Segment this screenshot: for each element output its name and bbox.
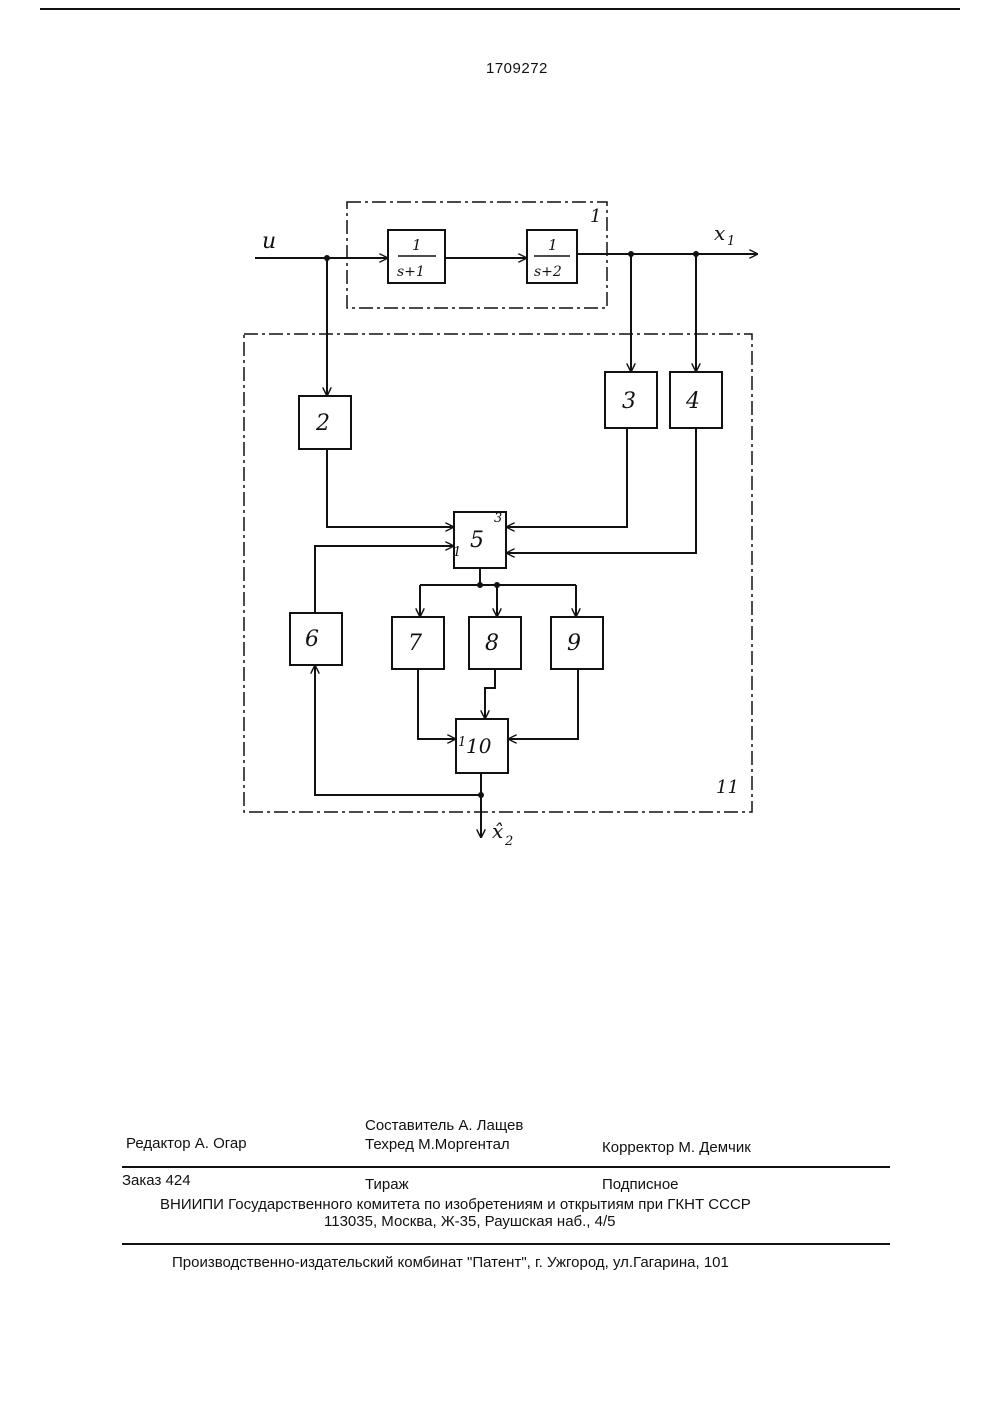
- output-x1-label: x: [714, 221, 725, 245]
- output-x1-subscript: 1: [727, 234, 735, 249]
- port-label-5-1: 1: [453, 545, 461, 560]
- tf1-denominator: s+1: [397, 264, 425, 280]
- subscription: Подписное: [602, 1176, 679, 1193]
- tf2-numerator: 1: [548, 236, 558, 254]
- org-line: ВНИИПИ Государственного комитета по изоб…: [160, 1196, 751, 1213]
- observer-boundary: [243, 333, 753, 813]
- block-label-7: 7: [408, 631, 422, 656]
- output-x2-subscript: 2: [504, 834, 513, 849]
- block-label-3: 3: [622, 389, 636, 414]
- top-rule: [40, 8, 960, 10]
- printer: Производственно-издательский комбинат "П…: [172, 1254, 729, 1271]
- output-x2-label: x̂: [492, 819, 503, 843]
- block-diagram: u x 1 1 s+1 1 s+2 1 2 3 4 5 6 7 8 9 10 1…: [243, 201, 758, 849]
- techred: Техред М.Моргентал: [365, 1136, 510, 1153]
- block-label-9: 9: [567, 631, 581, 656]
- tf2-denominator: s+2: [534, 264, 562, 280]
- block-label-1: 1: [590, 206, 601, 227]
- circulation: Тираж: [365, 1176, 409, 1193]
- editor: Редактор А. Огар: [126, 1135, 247, 1152]
- colophon-rule-1: [122, 1166, 890, 1168]
- port-label-10-1: 1: [458, 735, 466, 750]
- plant-boundary: [346, 201, 608, 309]
- block-label-11: 11: [716, 777, 739, 798]
- block-label-5: 5: [470, 528, 484, 553]
- block-label-2: 2: [315, 411, 330, 436]
- corrector: Корректор М. Демчик: [602, 1139, 751, 1156]
- block-2: [298, 395, 352, 450]
- tf1-numerator: 1: [412, 236, 422, 254]
- port-label-5-3: 3: [494, 511, 502, 526]
- order: Заказ 424: [122, 1172, 191, 1189]
- block-label-4: 4: [685, 389, 700, 414]
- patent-number: 1709272: [486, 60, 548, 77]
- composer: Составитель А. Лащев: [365, 1117, 524, 1134]
- tf-block-1: [387, 229, 446, 284]
- colophon-rule-2: [122, 1243, 890, 1245]
- address: 113035, Москва, Ж-35, Раушская наб., 4/5: [324, 1213, 616, 1230]
- input-label: u: [262, 229, 276, 254]
- tf-block-2: [526, 229, 578, 284]
- block-label-6: 6: [305, 627, 319, 652]
- block-label-8: 8: [485, 631, 499, 656]
- block-label-10: 10: [466, 734, 492, 758]
